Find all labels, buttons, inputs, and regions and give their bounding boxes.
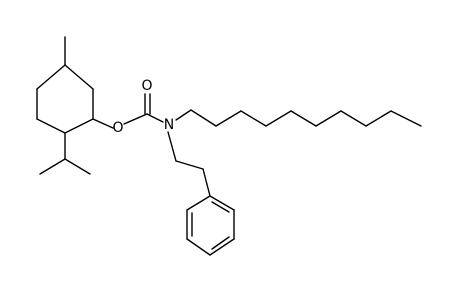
ester-oxygen-label: O: [112, 120, 123, 136]
ring-bond: [36, 118, 66, 134]
ring-to-oxygen-bond: [92, 118, 114, 129]
ring-bond: [186, 195, 211, 211]
carbonyl-double-bond: [144, 93, 151, 115]
chain-bond: [215, 110, 242, 127]
cyclohexane-ring: [36, 64, 94, 134]
phenethyl-arm: [167, 131, 211, 197]
oxygen-to-carbonyl-bond: [123, 113, 148, 125]
chain-bond: [390, 110, 422, 127]
chain-bond: [340, 110, 367, 127]
chain-bond: [315, 110, 342, 127]
chain-bond: [265, 110, 292, 127]
ethyl-bond: [167, 131, 177, 162]
nitrogen-label: N: [164, 117, 174, 133]
chain-bond: [240, 110, 267, 127]
ring-bond: [209, 238, 235, 256]
isopropyl-bond: [64, 158, 91, 175]
chain-bond: [190, 109, 217, 127]
aromatic-inner-bond: [211, 236, 230, 250]
benzene-ring: [186, 195, 235, 256]
ring-bond: [64, 118, 94, 134]
chain-bond: [365, 110, 392, 127]
ring-bond: [36, 64, 66, 90]
carbonyl-to-nitrogen-bond: [146, 113, 164, 123]
aromatic-inner-bond: [211, 201, 230, 213]
ethyl-bond: [175, 160, 204, 170]
chain-bond: [290, 110, 317, 127]
carbonyl-oxygen-label: O: [141, 78, 152, 94]
ring-bond: [64, 64, 94, 90]
ring-bond: [209, 195, 235, 211]
isopropyl-bond: [39, 158, 66, 175]
chain-bond: [175, 109, 192, 121]
ring-bond: [186, 238, 211, 256]
ethyl-bond: [202, 168, 211, 197]
decyl-chain: [175, 109, 422, 127]
isopropyl-group: [39, 132, 91, 175]
